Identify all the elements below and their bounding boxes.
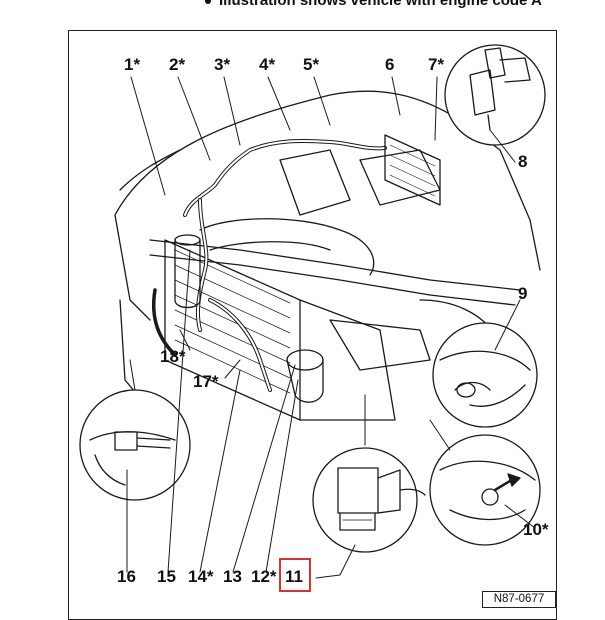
bullet-icon bbox=[205, 0, 211, 5]
callout-17: 17* bbox=[193, 372, 219, 391]
callout-16: 16 bbox=[117, 567, 136, 586]
caption-text: Illustration shows vehicle with engine c… bbox=[219, 0, 542, 9]
callout-13: 13 bbox=[223, 567, 242, 586]
engine-bay-illustration bbox=[79, 44, 546, 579]
callout-14: 14* bbox=[188, 567, 214, 586]
callout-8: 8 bbox=[518, 152, 528, 171]
figure-reference: N87-0677 bbox=[482, 591, 556, 608]
callout-5: 5* bbox=[303, 55, 320, 74]
highlight-box bbox=[279, 558, 311, 592]
callout-15: 15 bbox=[157, 567, 176, 586]
callout-18: 18* bbox=[160, 347, 186, 366]
callout-1: 1* bbox=[124, 55, 141, 74]
callout-4: 4* bbox=[259, 55, 276, 74]
callout-2: 2* bbox=[169, 55, 186, 74]
callout-10: 10* bbox=[523, 520, 549, 539]
callout-11: 11 bbox=[285, 567, 303, 586]
figure-caption: Illustration shows vehicle with engine c… bbox=[205, 0, 542, 9]
callout-6: 6 bbox=[385, 55, 395, 74]
callout-9: 9 bbox=[518, 284, 528, 303]
callout-12: 12* bbox=[251, 567, 277, 586]
callout-7: 7* bbox=[428, 55, 445, 74]
callout-3: 3* bbox=[214, 55, 231, 74]
